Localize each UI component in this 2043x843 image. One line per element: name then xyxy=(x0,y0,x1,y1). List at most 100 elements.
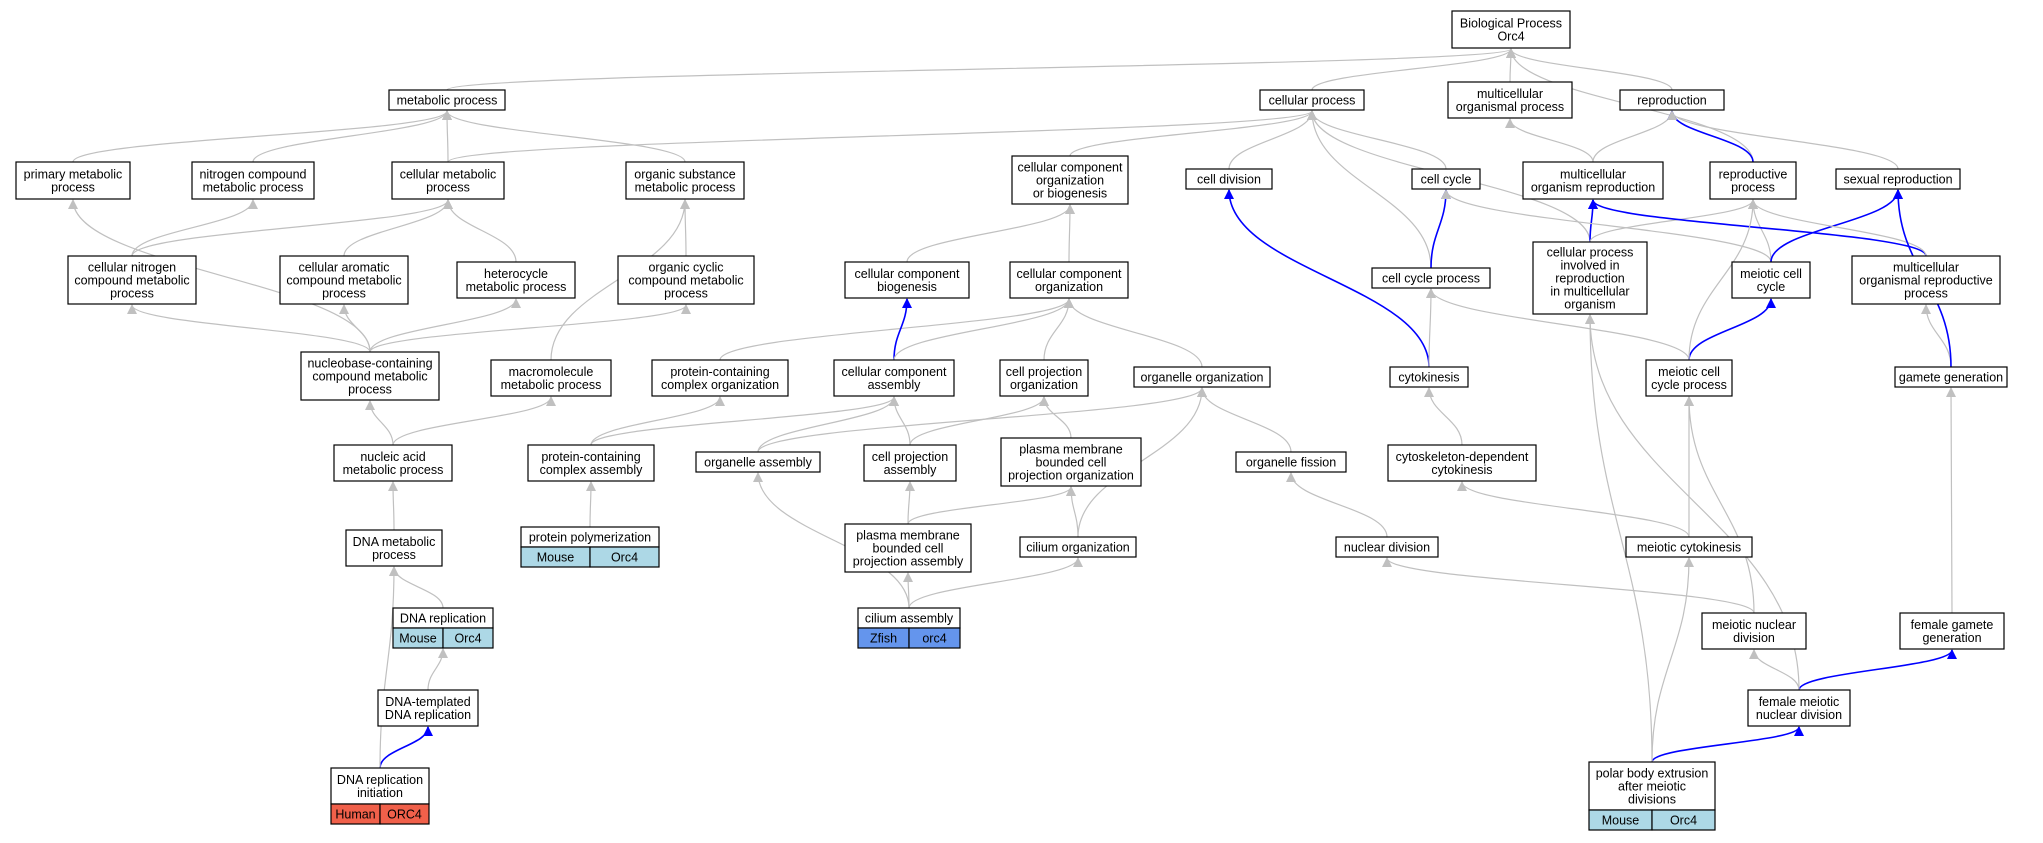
node-label: metabolic process xyxy=(343,463,444,477)
edge-cellular_nitrogen-to-nitrogen_compound xyxy=(131,199,258,257)
go-term-node[interactable]: cytokinesis xyxy=(1389,366,1469,388)
go-term-node[interactable]: gamete generation xyxy=(1894,366,2008,388)
node-box xyxy=(695,451,821,473)
node-label: cellular nitrogen xyxy=(88,261,176,275)
go-term-node[interactable]: cellular process xyxy=(1259,89,1365,111)
node-label: protein polymerization xyxy=(529,531,651,545)
edge-primary_metabolic-to-metabolic xyxy=(72,110,452,163)
edge-cp_repro_multi-to-multicellular_repro xyxy=(1587,199,1598,243)
go-term-node[interactable]: organelle assembly xyxy=(695,451,821,473)
node-box xyxy=(1371,267,1491,289)
edge-cell_cycle_process-to-cellular xyxy=(1307,110,1432,269)
edge-nucleobase-to-cellular_aromatic xyxy=(339,304,371,353)
node-label: organismal reproductive xyxy=(1859,274,1992,288)
node-label: cytokinesis xyxy=(1431,463,1492,477)
node-box xyxy=(1411,168,1481,190)
go-term-node[interactable]: sexual reproduction xyxy=(1835,168,1961,190)
edge-dna_rep_initiation-to-dna_templated xyxy=(379,726,433,769)
node-label: meiotic cytokinesis xyxy=(1637,541,1741,555)
edge-cc_assembly-to-cc_biogenesis xyxy=(893,298,912,361)
go-term-node[interactable]: cilium organization xyxy=(1019,536,1137,558)
node-label: heterocycle xyxy=(484,267,548,281)
node-label: plasma membrane xyxy=(1019,443,1123,457)
node-label: complex assembly xyxy=(540,463,644,477)
node-label: organelle assembly xyxy=(704,456,812,470)
node-label: primary metabolic xyxy=(24,168,123,182)
node-label: reproduction xyxy=(1637,94,1707,108)
node-label: meiotic cell xyxy=(1658,365,1720,379)
node-box xyxy=(1894,366,2008,388)
edge-cellular_metabolic-to-metabolic xyxy=(442,110,453,163)
node-label: organization xyxy=(1010,378,1078,392)
node-label: process xyxy=(110,287,154,301)
node-label: divisions xyxy=(1628,793,1676,807)
node-label: assembly xyxy=(884,463,938,477)
go-term-node[interactable]: reproduction xyxy=(1619,89,1725,111)
node-label: process xyxy=(348,383,392,397)
node-label: organic cyclic xyxy=(648,261,723,275)
go-term-node[interactable]: cell division xyxy=(1185,168,1273,190)
go-term-node[interactable]: nuclear division xyxy=(1335,536,1439,558)
edge-meiotic_cell_cycle-to-cell_cycle xyxy=(1441,189,1772,263)
node-label: cellular metabolic xyxy=(400,168,497,182)
edge-heterocycle-to-cellular_metabolic xyxy=(443,199,517,263)
edge-cc_org_biogenesis-to-cellular xyxy=(1069,110,1317,157)
node-box xyxy=(300,351,440,401)
go-term-node[interactable]: organelle organization xyxy=(1133,366,1271,388)
node-box xyxy=(1389,366,1469,388)
edge-cell_division-to-cellular xyxy=(1228,110,1317,170)
go-term-node[interactable]: meiotic cytokinesis xyxy=(1625,536,1753,558)
go-term-node[interactable]: metabolic process xyxy=(388,89,506,111)
go-term-node[interactable]: cell cycle xyxy=(1411,168,1481,190)
go-term-node[interactable]: organelle fission xyxy=(1235,451,1347,473)
edge-female_meiotic_nuc-to-female_gamete_gen xyxy=(1798,649,1957,691)
node-box xyxy=(1709,161,1797,200)
node-label: cell projection xyxy=(872,450,948,464)
edge-multicellular_org-to-bp xyxy=(1505,48,1516,83)
go-term-node[interactable]: cell cycle process xyxy=(1371,267,1491,289)
node-label: process xyxy=(1904,287,1948,301)
species-label: Mouse xyxy=(1602,814,1640,828)
node-label: compound metabolic xyxy=(74,274,189,288)
